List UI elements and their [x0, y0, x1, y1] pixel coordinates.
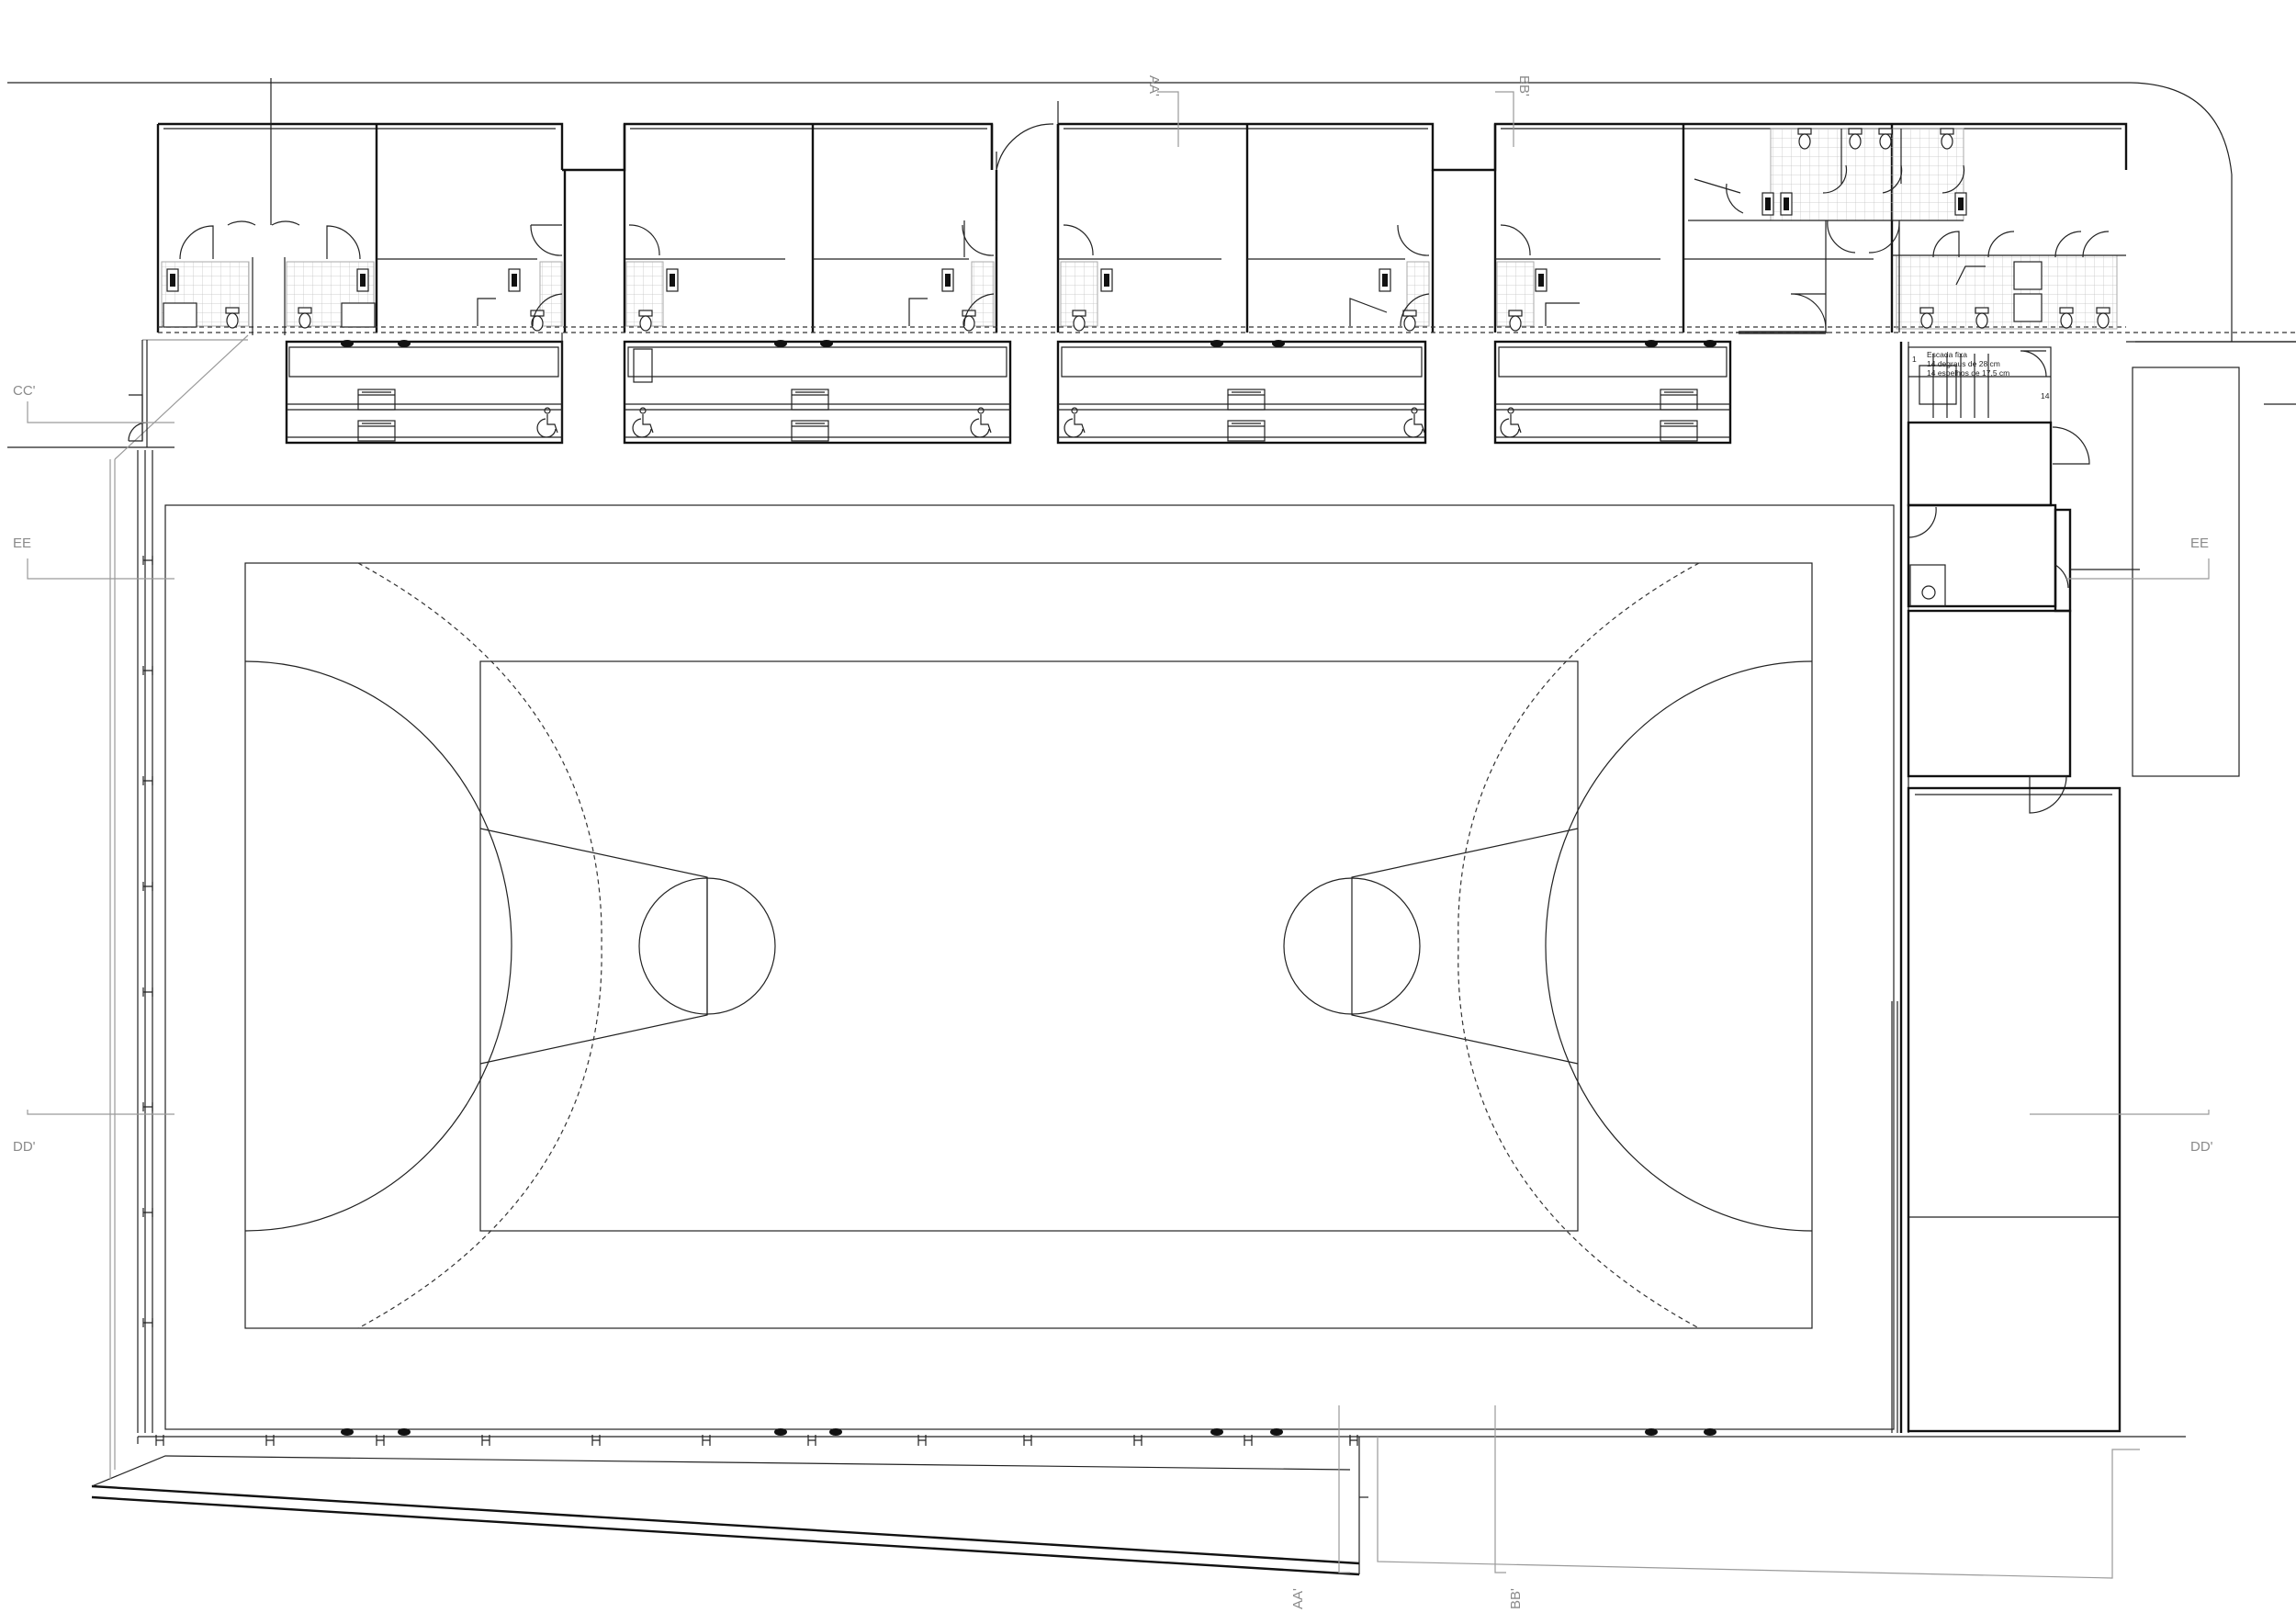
pier-mark [1244, 1435, 1253, 1446]
pier-mark [142, 882, 153, 891]
pier-mark [917, 1435, 927, 1446]
wall-piers [142, 556, 1358, 1446]
pier-mark [142, 1318, 153, 1327]
section-label-aa-bottom: AA' [1290, 1588, 1306, 1609]
pier-mark [142, 666, 153, 675]
right-service-rooms [1891, 342, 2240, 1433]
stair-note: 1 14 Escada fixa 14 degraus de 28 cm 14 … [1912, 350, 2050, 400]
stair-note-line3: 14 espelhos de 17,5 cm [1927, 368, 2009, 378]
section-label-bb-top: BB' [1516, 75, 1532, 96]
section-label-aa-top: AA' [1146, 75, 1162, 96]
pier-mark [702, 1435, 711, 1446]
section-label-ee-right: EE [2190, 536, 2209, 551]
stair-note-line2: 14 degraus de 28 cm [1927, 359, 2000, 368]
pier-mark [142, 556, 153, 565]
pier-mark [1133, 1435, 1142, 1446]
changing-rooms-block [156, 78, 2296, 343]
pier-mark [376, 1435, 385, 1446]
section-markers: CC' EE EE DD' DD' AA' BB' AA' BB' [13, 75, 2213, 1609]
stair-note-line1: Escada fixa [1927, 350, 1967, 359]
pier-mark [1349, 1435, 1358, 1446]
stair-step-last: 14 [2041, 391, 2050, 400]
left-facade-strip [109, 334, 249, 1479]
pier-mark [142, 1208, 153, 1217]
pier-mark [265, 1435, 275, 1446]
pier-mark [1023, 1435, 1032, 1446]
pier-mark [142, 987, 153, 997]
stair-step-first: 1 [1912, 355, 1917, 364]
pier-mark [591, 1435, 601, 1446]
section-label-dd-left: DD' [13, 1139, 36, 1155]
sports-court [137, 504, 1895, 1444]
bench-row [285, 333, 1732, 445]
section-label-ee-left: EE [13, 536, 31, 551]
pier-mark [481, 1435, 490, 1446]
pier-mark [142, 776, 153, 785]
site-boundary [7, 82, 2296, 1579]
section-label-dd-right: DD' [2190, 1139, 2213, 1155]
section-label-cc-left: CC' [13, 383, 36, 399]
pier-mark [142, 1102, 153, 1111]
pier-mark [155, 1435, 164, 1446]
section-label-bb-bottom: BB' [1508, 1588, 1524, 1609]
pier-mark [807, 1435, 816, 1446]
